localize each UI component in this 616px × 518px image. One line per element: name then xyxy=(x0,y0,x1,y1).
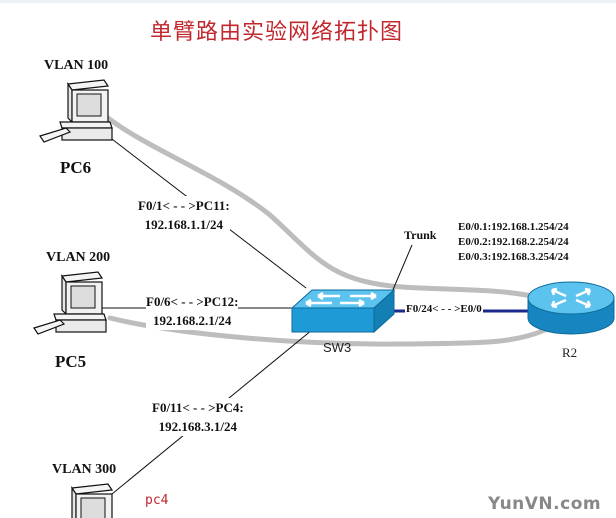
trunk-label: Trunk xyxy=(404,228,437,242)
pc4-name-label: pc4 xyxy=(145,493,169,508)
top-bar xyxy=(0,0,616,3)
pc4-icon xyxy=(70,483,114,518)
flow-path-pc5 xyxy=(107,315,548,347)
switch-name-label: SW3 xyxy=(323,340,352,355)
pc5-link-label: F0/6< - - >PC12: 192.168.2.1/24 xyxy=(146,292,239,330)
pc5-link-ip: 192.168.2.1/24 xyxy=(153,313,232,328)
pc6-link-label: F0/1< - - >PC11: 192.168.1.1/24 xyxy=(138,196,230,234)
pc6-icon xyxy=(39,79,113,143)
pc5-name-label: PC5 xyxy=(55,352,87,371)
pc4-link-port: F0/11< - - >PC4: xyxy=(152,400,244,415)
watermark: YunVN.com xyxy=(488,494,602,514)
pc6-link-ip: 192.168.1.1/24 xyxy=(144,217,224,232)
subif-1: E0/0.1:192.168.1.254/24 xyxy=(458,221,569,233)
link-trunk-pointer xyxy=(391,244,413,293)
router-subinterfaces: E0/0.1:192.168.1.254/24 E0/0.2:192.168.2… xyxy=(458,220,569,265)
pc4-link-label: F0/11< - - >PC4: 192.168.3.1/24 xyxy=(152,398,244,436)
flow-path-pc6 xyxy=(105,115,543,301)
subif-3: E0/0.3:192.168.3.254/24 xyxy=(458,251,569,263)
pc6-vlan-label: VLAN 100 xyxy=(44,58,109,73)
pc5-link-port: F0/6< - - >PC12: xyxy=(146,294,239,309)
pc6-name-label: PC6 xyxy=(60,158,92,177)
pc4-vlan-label: VLAN 300 xyxy=(52,462,117,477)
pc4-link-ip: 192.168.3.1/24 xyxy=(158,419,238,434)
router-name-label: R2 xyxy=(562,345,578,360)
uplink-label: F0/24< - - >E0/0 xyxy=(405,303,483,315)
pc5-icon xyxy=(33,271,107,335)
switch-sw3-icon xyxy=(290,288,396,334)
pc6-link-port: F0/1< - - >PC11: xyxy=(138,198,230,213)
subif-2: E0/0.2:192.168.2.254/24 xyxy=(458,236,569,248)
diagram-title: 单臂路由实验网络拓扑图 xyxy=(150,20,404,45)
pc5-vlan-label: VLAN 200 xyxy=(46,250,111,265)
router-r2-icon xyxy=(527,281,615,335)
